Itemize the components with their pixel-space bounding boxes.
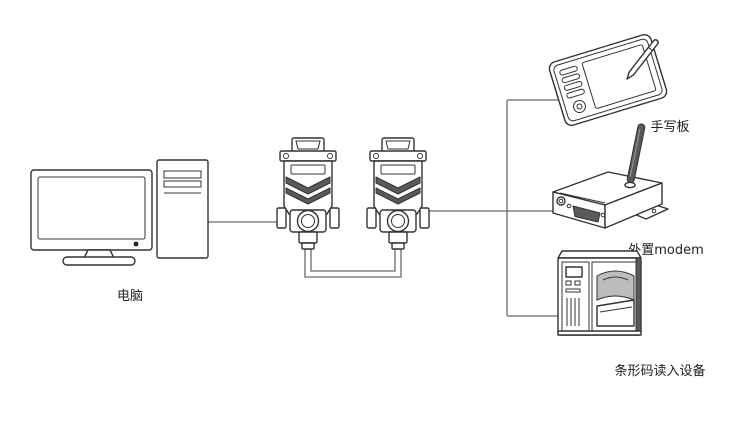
tablet-inner-border <box>553 38 663 122</box>
antenna-base <box>624 181 636 189</box>
round-port-inner <box>301 214 315 228</box>
modem-side-face <box>604 182 663 229</box>
label-computer: 电脑 <box>117 289 143 304</box>
label-roll <box>596 270 635 301</box>
round-port-inner <box>391 214 405 228</box>
power-led <box>133 241 139 247</box>
power-jack-inner <box>558 198 564 204</box>
cable-boot <box>298 231 318 244</box>
label-tablet: 手写板 <box>650 120 689 135</box>
serial-converter-1 <box>276 137 340 250</box>
output-slot <box>596 299 635 327</box>
chevron-band-2 <box>285 187 331 205</box>
flange-screw-left <box>283 153 289 159</box>
chevron-band-1 <box>375 176 421 195</box>
modem-top-edge-line <box>559 192 606 204</box>
power-jack <box>556 196 566 206</box>
drive-bay-1 <box>163 170 202 179</box>
panel-button-1 <box>565 280 572 286</box>
antenna-rod <box>626 123 646 184</box>
side-tab-right <box>419 207 430 229</box>
tablet-dial <box>572 99 586 113</box>
tablet-dial-center <box>576 103 583 110</box>
printer-foot <box>557 330 642 336</box>
monitor-frame <box>30 169 153 251</box>
cable-boot-tip <box>391 242 405 250</box>
bracket-hole <box>651 208 657 214</box>
wires <box>208 99 558 317</box>
db9-plug-socket <box>385 140 411 150</box>
monitor <box>30 169 153 266</box>
tower-case <box>156 159 209 259</box>
tablet-drawing-area <box>581 44 657 109</box>
side-tab-left <box>276 207 287 229</box>
panel-button-bar <box>565 288 581 293</box>
drive-bay-2 <box>163 180 202 188</box>
antenna-highlight <box>629 128 641 177</box>
printer-top-lid <box>557 250 642 259</box>
monitor-screen <box>37 176 146 240</box>
tablet-button-1 <box>559 65 578 76</box>
cable-boot <box>388 231 408 244</box>
stylus-pen-icon <box>626 39 659 80</box>
output-slot-line <box>599 306 633 313</box>
label-roll-core <box>602 276 629 281</box>
converter-label-plate <box>380 164 416 175</box>
db9-plug-socket <box>295 140 321 150</box>
tablet-button-3 <box>563 81 583 91</box>
chevron-band-1 <box>285 176 331 195</box>
round-port <box>296 209 320 233</box>
desktop-computer-icon <box>30 159 209 266</box>
monitor-base <box>62 256 136 266</box>
tablet-frame <box>548 33 668 127</box>
display-screen <box>565 266 583 278</box>
drawing-tablet-icon <box>548 33 668 127</box>
side-tab-left <box>366 207 377 229</box>
modem-icon <box>552 123 669 229</box>
converter-label-plate <box>290 164 326 175</box>
stylus-grip-line <box>648 47 653 52</box>
chevron-band-2 <box>375 187 421 205</box>
flange-screw-right <box>417 153 423 159</box>
db9-screw-right <box>600 212 606 218</box>
cable-outer <box>304 249 402 278</box>
label-barcode-reader: 条形码读入设备 <box>614 363 705 379</box>
panel-button-2 <box>574 280 581 286</box>
cable-boot-tip <box>301 242 315 250</box>
barcode-printer-icon <box>557 250 642 336</box>
printer-side-edge <box>635 257 642 336</box>
side-tab-right <box>329 207 340 229</box>
label-modem: 外置modem <box>628 243 704 258</box>
db9-screw-left <box>566 203 572 209</box>
db9-port <box>572 205 601 223</box>
flange-screw-left <box>373 153 379 159</box>
tablet-button-4 <box>566 88 585 99</box>
tablet-button-2 <box>561 73 581 84</box>
cable-inner <box>310 249 396 272</box>
computer-tower <box>156 159 209 259</box>
serial-converter-2 <box>366 137 430 250</box>
round-port <box>386 209 410 233</box>
antenna <box>626 123 646 184</box>
flange-screw-right <box>327 153 333 159</box>
